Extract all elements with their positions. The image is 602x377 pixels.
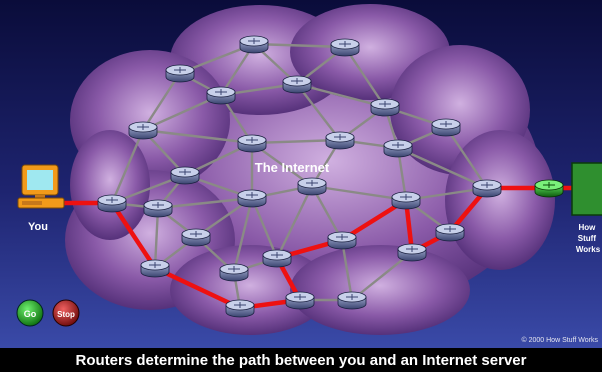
network-link: [311, 184, 407, 202]
router-icon: [206, 86, 236, 105]
router-icon: [297, 177, 327, 196]
network-link: [250, 197, 279, 259]
network-link: [296, 82, 386, 109]
router-icon: [391, 191, 421, 210]
go-button[interactable]: Go: [16, 299, 44, 327]
routers: [97, 35, 564, 318]
network-link: [142, 128, 253, 145]
you-label: You: [28, 221, 48, 233]
router-icon: [165, 64, 195, 83]
network-link: [232, 197, 254, 273]
network-link: [153, 207, 160, 269]
server-icon: [571, 162, 602, 216]
network-link: [296, 83, 341, 141]
network-link: [340, 239, 354, 301]
router-icon: [225, 299, 255, 318]
network-link: [157, 196, 253, 210]
route-link: [109, 200, 158, 271]
stop-button-label: Stop: [57, 310, 75, 319]
router-icon: [143, 199, 173, 218]
router-icon: [128, 121, 158, 140]
route-link: [152, 265, 243, 311]
router-icon: [282, 75, 312, 94]
router-icon: [140, 259, 170, 278]
network-link: [445, 126, 488, 189]
router-icon: [397, 243, 427, 262]
network-link: [141, 72, 182, 131]
router-icon: [170, 166, 200, 185]
router-icon: [472, 179, 502, 198]
router-icon: [337, 291, 367, 310]
router-icon: [237, 189, 267, 208]
network-link: [397, 146, 488, 190]
router-icon: [330, 38, 360, 57]
network-link: [275, 185, 314, 259]
router-icon: [431, 118, 461, 137]
go-button-label: Go: [24, 309, 37, 319]
stop-button[interactable]: Stop: [52, 299, 80, 327]
router-icon: [239, 35, 269, 54]
router-icon: [285, 291, 315, 310]
router-icon: [327, 231, 357, 250]
router-icon: [325, 131, 355, 150]
computer-icon: [17, 164, 65, 209]
router-icon: [262, 249, 292, 268]
router-icon: [383, 139, 413, 158]
copyright-text: © 2000 How Stuff Works: [522, 336, 599, 344]
network-link: [253, 42, 346, 49]
router-icon: [219, 263, 249, 282]
cloud-label: The Internet: [255, 160, 330, 175]
gateway-router-icon: [534, 179, 564, 198]
network-link: [344, 46, 386, 108]
network-link: [351, 251, 413, 301]
router-icon: [97, 194, 127, 213]
router-icon: [181, 228, 211, 247]
network-link: [110, 129, 145, 204]
server-label: How Stuff Works: [576, 223, 601, 254]
router-icon: [237, 134, 267, 153]
router-icon: [370, 98, 400, 117]
caption-bar: [0, 348, 602, 372]
network-link: [251, 138, 341, 145]
caption: Routers determine the path between you a…: [76, 352, 527, 369]
router-icon: [435, 223, 465, 242]
